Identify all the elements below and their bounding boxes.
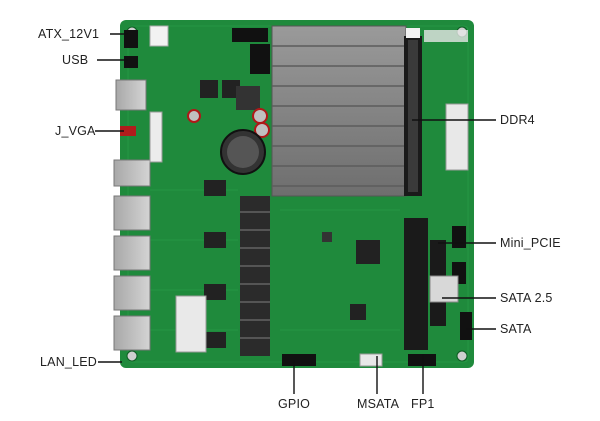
label-ddr4: DDR4	[500, 113, 535, 127]
label-j-vga: J_VGA	[55, 124, 96, 138]
label-atx-12v1: ATX_12V1	[38, 27, 100, 41]
msata-header	[359, 353, 383, 367]
chipset-heatsink	[240, 196, 270, 356]
fp1-header	[408, 354, 436, 366]
label-sata-25: SATA 2.5	[500, 291, 553, 305]
cmos-battery	[220, 129, 266, 175]
label-fp1: FP1	[411, 397, 435, 411]
misc-chips	[175, 232, 380, 353]
lan-controllers	[204, 180, 226, 348]
rear-io-ports	[113, 79, 151, 351]
usb-header	[124, 28, 270, 74]
label-lan-led: LAN_LED	[40, 355, 97, 369]
leader-lines	[95, 33, 496, 394]
gpio-header	[282, 354, 316, 366]
cpu-heatsink	[271, 25, 407, 197]
label-gpio: GPIO	[278, 397, 311, 411]
power-components	[187, 80, 270, 138]
label-usb: USB	[62, 53, 89, 67]
label-sata: SATA	[500, 322, 532, 336]
j-vga-header	[120, 111, 163, 163]
label-msata: MSATA	[357, 397, 400, 411]
label-mini-pcie: Mini_PCIE	[500, 236, 561, 250]
